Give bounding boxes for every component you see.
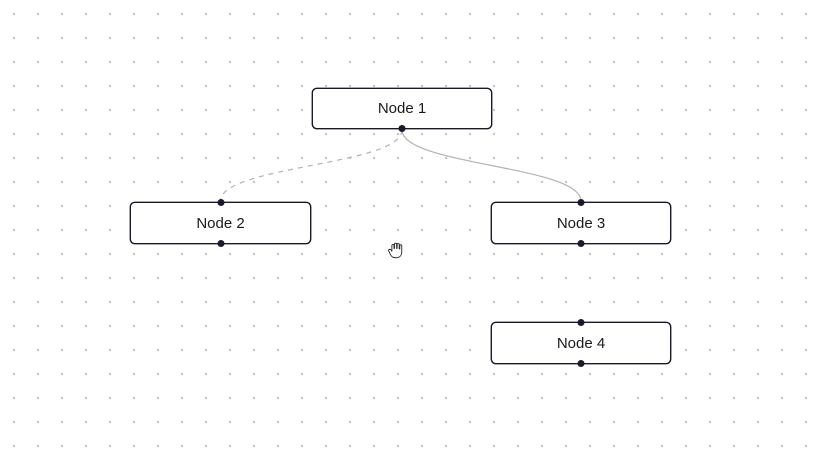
node-2[interactable]: Node 2 — [130, 199, 311, 247]
node-4[interactable]: Node 4 — [491, 319, 671, 367]
node-label: Node 2 — [196, 214, 245, 232]
source-handle-icon[interactable] — [577, 240, 585, 247]
source-handle-icon[interactable] — [577, 360, 585, 367]
node-label: Node 3 — [556, 214, 606, 232]
source-handle-icon[interactable] — [398, 125, 406, 132]
target-handle-icon[interactable] — [577, 199, 585, 206]
edge-node1-node3[interactable] — [401, 129, 582, 202]
target-handle-icon[interactable] — [577, 319, 585, 326]
node-label: Node 1 — [377, 100, 427, 117]
node-1[interactable]: Node 1 — [312, 88, 492, 132]
edge-node1-node2[interactable] — [219, 129, 403, 202]
node-3[interactable]: Node 3 — [491, 199, 671, 247]
source-handle-icon[interactable] — [217, 240, 224, 247]
node-label: Node 4 — [556, 334, 606, 352]
grab-cursor-icon — [388, 242, 403, 259]
target-handle-icon[interactable] — [217, 199, 224, 206]
